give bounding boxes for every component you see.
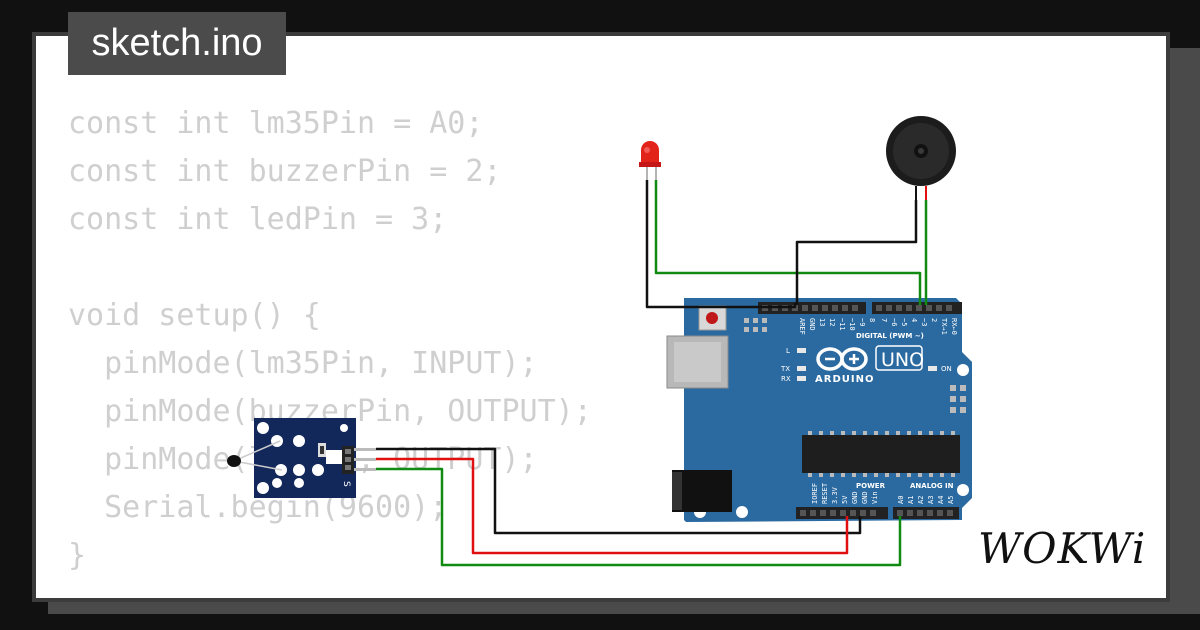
pin-label-reset: RESET (821, 482, 829, 504)
pin-label-9: ~9 (858, 318, 866, 326)
code-line: pinMode(lm35Pin, INPUT); (68, 346, 538, 381)
code-line: const int lm35Pin = A0; (68, 106, 484, 141)
arduino-brand-label: ARDUINO (815, 374, 874, 385)
pin-label-a2: A2 (917, 496, 925, 504)
pin-label-ioref: IOREF (811, 483, 819, 504)
on-led-label: ON (941, 365, 952, 373)
analog-header-label: ANALOG IN (910, 482, 954, 490)
pin-label-6: ~6 (890, 318, 898, 326)
pin-label-a4: A4 (937, 496, 945, 504)
wokwi-logo: WOKWi (978, 524, 1147, 573)
digital-header-label: DIGITAL (PWM ~) (856, 332, 924, 340)
pin-label-2: 2 (930, 318, 938, 322)
wire-buzzer-gnd (795, 200, 918, 305)
pin-label-aref: AREF (798, 318, 806, 335)
pin-label-tx1: TX→1 (940, 318, 948, 335)
arduino-uno-board[interactable]: AREF GND 13 12 ~11 ~10 ~9 8 7 ~6 ~5 4 ~3… (666, 298, 972, 522)
code-line: const int buzzerPin = 2; (68, 154, 502, 189)
wire-sensor-a0 (376, 467, 902, 567)
pin-label-a0: A0 (897, 496, 905, 504)
pin-label-13: 13 (818, 318, 826, 326)
thermistor-bead-icon (227, 455, 241, 467)
wire-sensor-gnd (376, 447, 862, 535)
pin-label-5v: 5V (841, 495, 849, 504)
atmega-chip (802, 435, 960, 473)
pin-label-gnd-2: GND (861, 491, 869, 504)
file-tab[interactable]: sketch.ino (68, 12, 286, 75)
arduino-logo-icon (816, 347, 868, 371)
code-line: } (68, 538, 87, 573)
power-header-label: POWER (856, 482, 886, 490)
tx-led-label: TX (780, 365, 790, 373)
red-led[interactable] (639, 141, 661, 180)
l-led-label: L (786, 347, 790, 355)
pin-label-a1: A1 (907, 496, 915, 504)
wire-led-gnd (645, 180, 797, 309)
pin-label-gnd: GND (808, 318, 816, 331)
pin-label-vin: Vin (871, 491, 879, 504)
sensor-pin-label: S (341, 481, 351, 487)
pin-label-3v3: 3.3V (831, 486, 839, 504)
pin-label-8: 8 (868, 318, 876, 322)
code-line: void setup() { (68, 298, 321, 333)
uno-label: UNO (881, 349, 924, 371)
wire-sensor-vcc (376, 457, 849, 555)
preview-card (32, 32, 1170, 602)
pin-label-3: ~3 (920, 318, 928, 326)
lm35-sensor-module[interactable]: S (227, 418, 376, 498)
pin-label-a3: A3 (927, 496, 935, 504)
pin-label-a5: A5 (947, 496, 955, 504)
pin-label-12: 12 (828, 318, 836, 326)
piezo-buzzer[interactable] (886, 116, 956, 200)
pin-label-4: 4 (910, 318, 918, 322)
code-line: const int ledPin = 3; (68, 202, 448, 237)
pin-label-10: ~10 (848, 318, 856, 331)
pin-label-rx0: RX←0 (950, 318, 958, 335)
pin-label-gnd-1: GND (851, 491, 859, 504)
pin-label-7: 7 (880, 318, 888, 322)
wires (376, 180, 928, 567)
wire-led-pin3 (654, 180, 922, 305)
pin-label-5: ~5 (900, 318, 908, 326)
rx-led-label: RX (781, 375, 791, 383)
pin-label-11: ~11 (838, 318, 846, 331)
